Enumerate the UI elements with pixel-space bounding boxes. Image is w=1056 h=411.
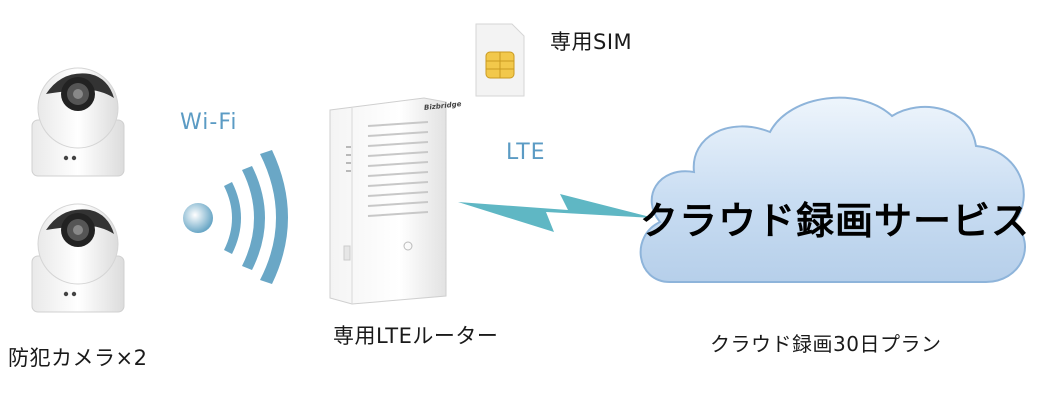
wifi-signal-icon xyxy=(183,150,288,284)
sim-label: 専用SIM xyxy=(550,30,633,54)
lightning-bolt-icon xyxy=(458,194,654,232)
sim-card-icon xyxy=(475,23,525,97)
cloud-plan-label: クラウド録画30日プラン xyxy=(710,332,942,356)
lte-label: LTE xyxy=(506,140,546,165)
lte-router-icon xyxy=(329,97,447,305)
wifi-label: Wi-Fi xyxy=(180,110,238,135)
cloud-icon xyxy=(639,96,1026,283)
cloud-title: クラウド録画サービス xyxy=(640,199,1031,243)
camera-bottom-icon xyxy=(31,203,125,313)
cameras-label: 防犯カメラ×2 xyxy=(8,346,148,370)
camera-top-icon xyxy=(31,67,125,177)
router-label: 専用LTEルーター xyxy=(333,324,499,348)
